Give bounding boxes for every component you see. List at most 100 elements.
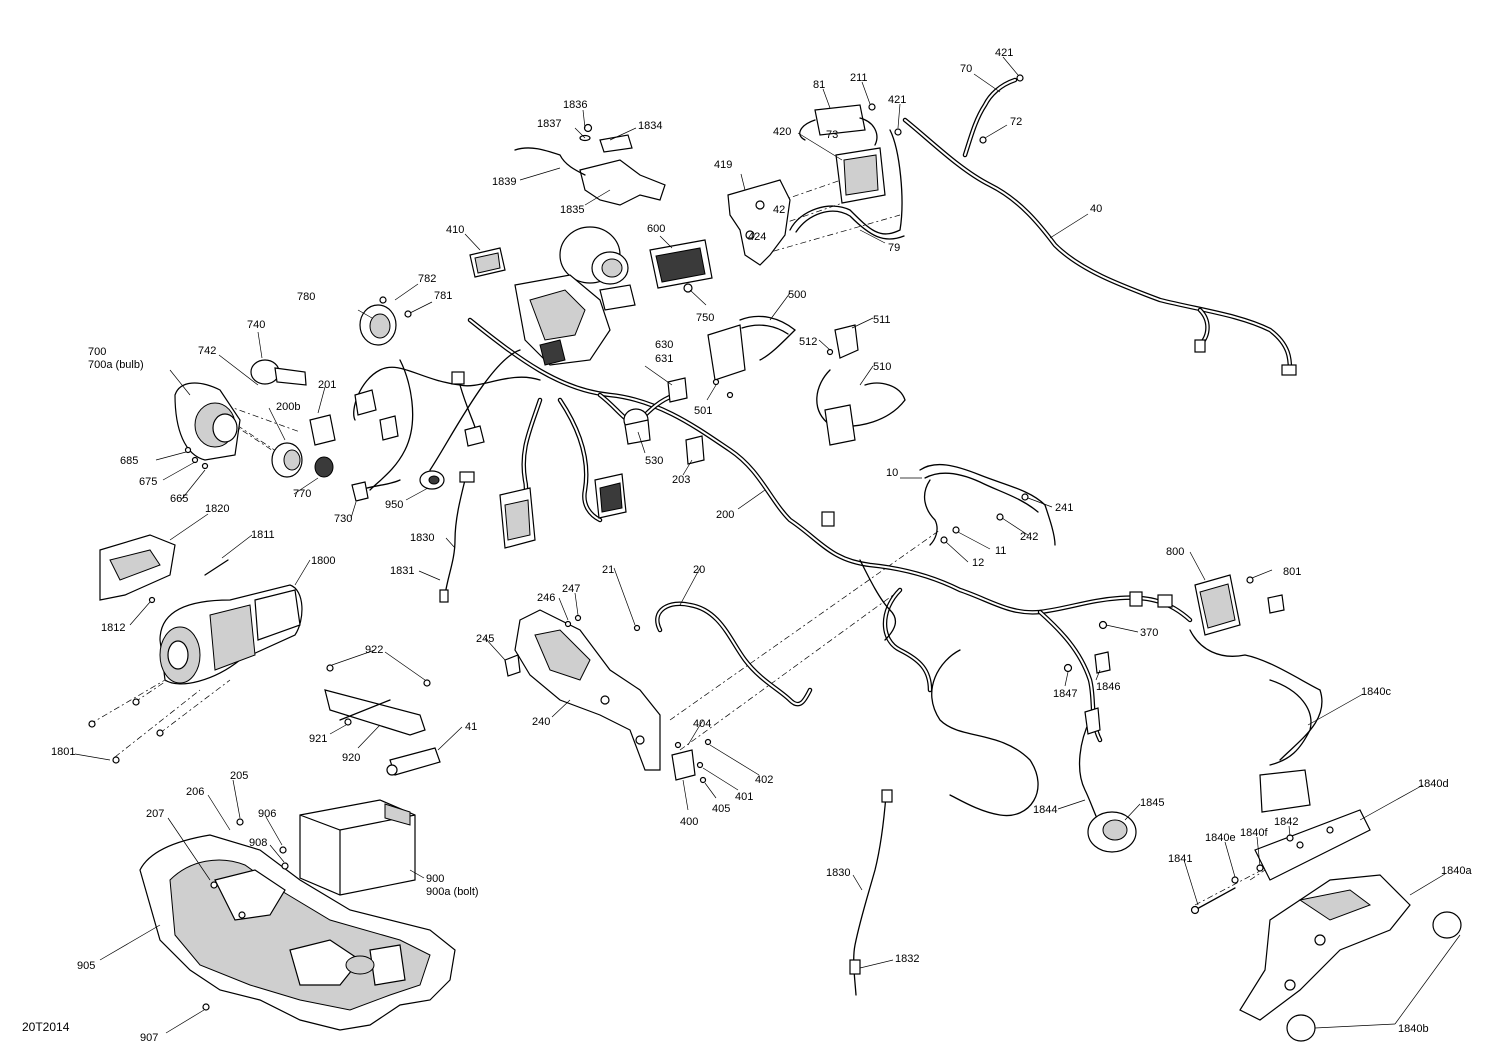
part-800-module (1194, 574, 1241, 636)
label-665: 665 (170, 493, 188, 505)
part-685-screw (184, 446, 192, 454)
part-1801-nut-c (112, 756, 120, 764)
label-1842: 1842 (1274, 816, 1298, 828)
harness-connector-3 (1129, 591, 1143, 607)
label-246: 246 (537, 592, 555, 604)
part-770-bulb (314, 456, 334, 478)
part-20-cable (655, 601, 813, 707)
label-801: 801 (1283, 566, 1301, 578)
part-801-connector (1267, 594, 1285, 614)
label-247: 247 (562, 583, 580, 595)
label-73: 73 (826, 129, 838, 141)
part-500-bracket (707, 315, 796, 381)
label-11: 11 (995, 545, 1006, 557)
part-512-screw (826, 348, 834, 356)
label-1834: 1834 (638, 120, 662, 132)
label-1812: 1812 (101, 622, 125, 634)
part-1840b-cap (1286, 1014, 1316, 1042)
label-780: 780 (297, 291, 315, 303)
label-410: 410 (446, 224, 464, 236)
label-79: 79 (888, 242, 900, 254)
alignment-lines (89, 169, 1341, 906)
label-700a: 700a (bulb) (88, 359, 144, 371)
label-781: 781 (434, 290, 452, 302)
part-41-cable (386, 747, 441, 776)
label-510: 510 (873, 361, 891, 373)
part-801-screw (1246, 576, 1254, 584)
label-922: 922 (365, 644, 383, 656)
part-207-nut (210, 881, 218, 889)
label-906: 906 (258, 808, 276, 820)
harness-connector-1 (821, 511, 835, 527)
part-242-nut (996, 513, 1004, 521)
label-72: 72 (1010, 116, 1022, 128)
part-401-washer (696, 761, 704, 769)
part-950-switch (419, 470, 445, 490)
label-1830-b: 1830 (826, 867, 850, 879)
label-1840b: 1840b (1398, 1023, 1429, 1035)
label-1836: 1836 (563, 99, 587, 111)
part-922-screw-a (326, 664, 334, 672)
part-actuators-central (499, 473, 627, 549)
part-421-fastener (1016, 74, 1024, 82)
label-630: 630 (655, 339, 673, 351)
label-900: 900 (426, 873, 444, 885)
label-370: 370 (1140, 627, 1158, 639)
part-1801-nut-b (132, 698, 140, 706)
label-1840a: 1840a (1441, 865, 1472, 877)
label-1847: 1847 (1053, 688, 1077, 700)
part-900-battery (299, 799, 416, 896)
label-12: 12 (972, 557, 984, 569)
label-1839: 1839 (492, 176, 516, 188)
label-1811: 1811 (251, 529, 275, 541)
harness-connector-4 (1157, 594, 1173, 608)
part-730-sensor (351, 479, 401, 502)
label-421-b: 421 (888, 94, 906, 106)
label-70: 70 (960, 63, 972, 75)
part-203-clip (685, 435, 705, 465)
harness-connector-2 (451, 371, 465, 385)
part-501-screw-b (726, 391, 734, 399)
label-1820: 1820 (205, 503, 229, 515)
part-700-headlight (174, 382, 241, 461)
label-206: 206 (186, 786, 204, 798)
label-900a: 900a (bolt) (426, 886, 479, 898)
main-harness-200 (353, 317, 1323, 817)
label-42: 42 (773, 204, 785, 216)
part-405-bolt (699, 776, 707, 784)
label-207: 207 (146, 808, 164, 820)
label-511: 511 (873, 314, 891, 326)
part-370-grommet (1098, 620, 1108, 630)
part-211-fastener (868, 103, 876, 111)
part-246-screw (564, 620, 572, 628)
part-906-screw-b (238, 911, 246, 919)
part-908-washer (281, 862, 289, 870)
harness-40-connector-a (1194, 339, 1206, 353)
part-530-unit (623, 408, 651, 445)
part-12-bolt (940, 536, 948, 544)
part-81-module (799, 104, 878, 146)
part-410-relay (469, 247, 506, 278)
label-1801: 1801 (51, 746, 75, 758)
label-740: 740 (247, 319, 265, 331)
part-419-bracket (727, 179, 791, 266)
label-800: 800 (1166, 546, 1184, 558)
part-241-screw (1021, 493, 1029, 501)
label-675: 675 (139, 476, 157, 488)
part-1846-connector (1094, 651, 1111, 674)
label-201: 201 (318, 379, 336, 391)
part-1820-mount (99, 534, 176, 601)
label-245: 245 (476, 633, 494, 645)
part-1841-bolt (1190, 887, 1236, 915)
part-1830-sensor-left (439, 471, 475, 603)
part-781-nut (404, 310, 412, 318)
label-420: 420 (773, 126, 791, 138)
part-harness-plug-a (354, 389, 377, 416)
label-400: 400 (680, 816, 698, 828)
part-780-cover (359, 304, 397, 346)
part-906-screw (279, 846, 287, 854)
label-1832: 1832 (895, 953, 919, 965)
part-1844-harness (1078, 707, 1101, 826)
label-424: 424 (748, 231, 766, 243)
